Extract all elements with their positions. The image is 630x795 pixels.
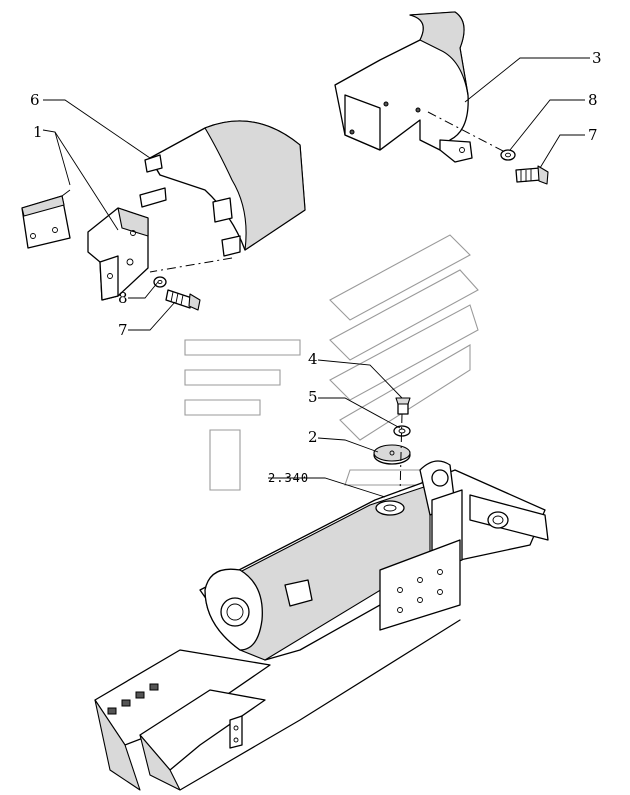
guard-cover-right <box>334 11 506 163</box>
callout-5: 5 <box>308 388 318 406</box>
callout-2: 2 <box>308 428 318 446</box>
callout-8-right: 8 <box>588 91 598 109</box>
callout-labels: 6 1 8 7 3 8 7 4 5 2 2.340 <box>30 49 602 485</box>
callout-1: 1 <box>33 123 43 141</box>
bolt-cover-plate <box>395 397 411 415</box>
reference-label: 2.340 <box>268 471 309 485</box>
leader-lines <box>42 57 590 498</box>
callout-8-left: 8 <box>118 289 128 307</box>
bracket-plate-small <box>21 189 71 249</box>
bolt-left <box>165 289 201 311</box>
callout-4: 4 <box>308 350 318 368</box>
callout-3: 3 <box>592 49 602 67</box>
guard-cover-left <box>139 120 306 273</box>
callout-7-right: 7 <box>588 126 598 144</box>
watermark-logo <box>184 234 479 491</box>
callout-6: 6 <box>30 91 40 109</box>
washer-upper-right <box>500 149 516 161</box>
bolt-upper-right <box>515 165 549 185</box>
bracket-plate-large <box>87 207 149 301</box>
cover-plate <box>373 444 411 465</box>
axle-frame <box>94 460 549 791</box>
callout-7-left: 7 <box>118 321 128 339</box>
washer-left <box>153 276 167 288</box>
